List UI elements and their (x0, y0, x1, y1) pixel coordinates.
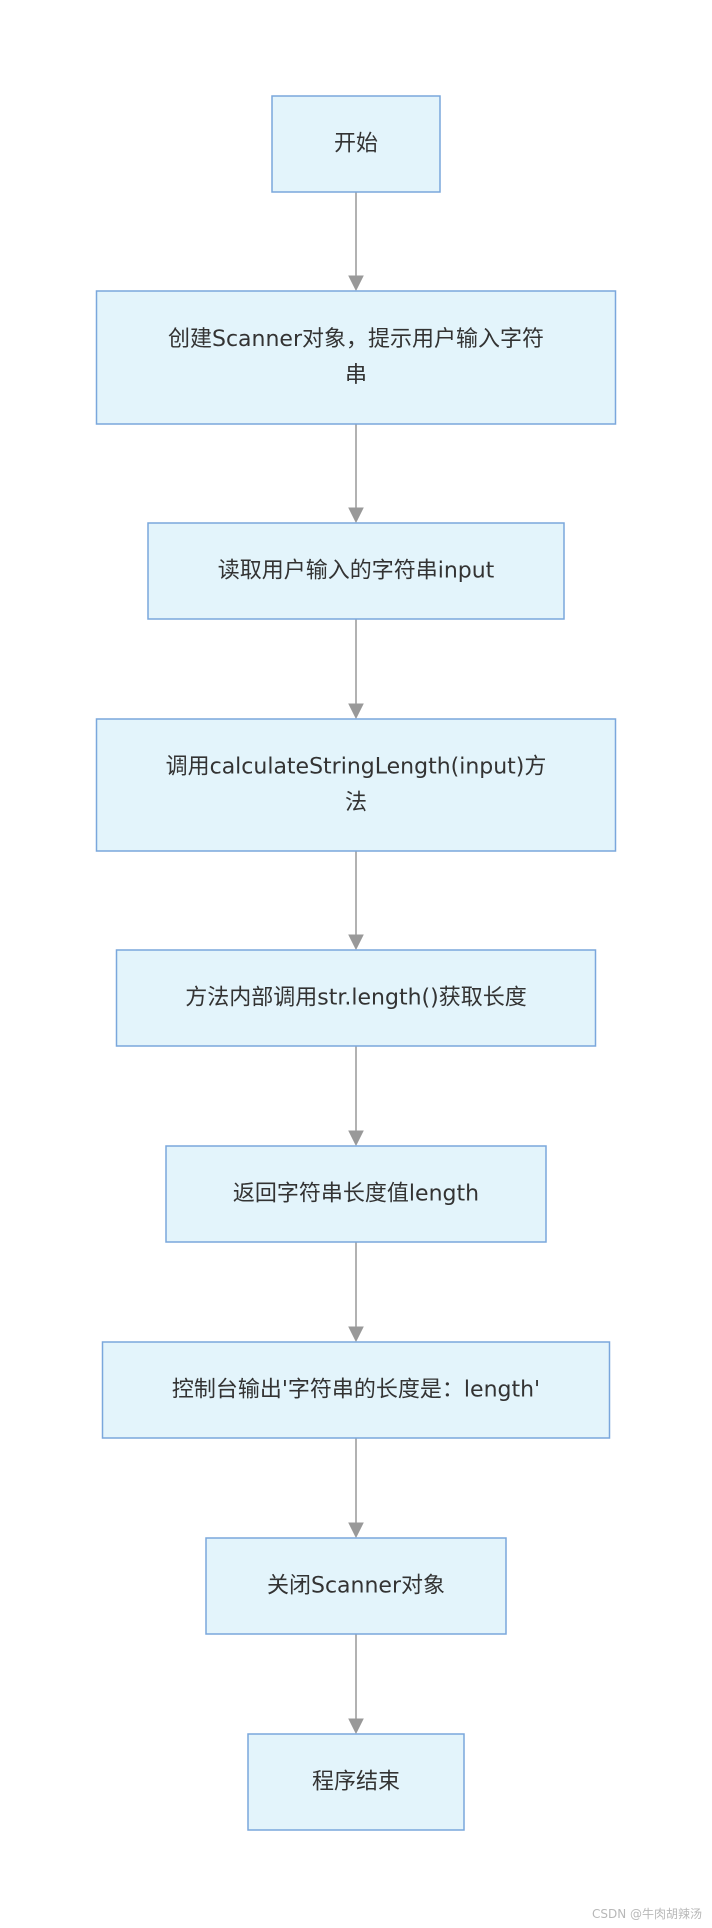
flow-edge-get-length-to-return-length (348, 1046, 364, 1147)
flow-edge-console-output-to-close-scanner (348, 1438, 364, 1539)
flow-node-label: 串 (345, 363, 367, 388)
flow-node-box (95, 290, 617, 425)
flow-node-box (147, 522, 565, 620)
flow-node-return-length: 返回字符串长度值length (165, 1145, 547, 1243)
flow-node-call-method: 调用calculateStringLength(input)方法 (95, 718, 617, 852)
flow-node-start: 开始 (271, 95, 441, 193)
flow-node-label: 关闭Scanner对象 (267, 1574, 445, 1599)
flow-node-label: 方法内部调用str.length()获取长度 (185, 986, 526, 1011)
flow-node-get-length: 方法内部调用str.length()获取长度 (115, 949, 597, 1047)
flow-node-box (271, 95, 441, 193)
arrow-head-icon (348, 507, 364, 524)
arrow-head-icon (348, 1718, 364, 1735)
flow-edge-start-to-create-scanner (348, 192, 364, 292)
flow-node-label: 创建Scanner对象，提示用户输入字符 (168, 327, 544, 352)
arrow-head-icon (348, 1522, 364, 1539)
flow-edge-close-scanner-to-end (348, 1634, 364, 1735)
flow-edge-call-method-to-get-length (348, 851, 364, 951)
flow-edge-read-input-to-call-method (348, 619, 364, 720)
arrow-head-icon (348, 1130, 364, 1147)
flow-node-console-output: 控制台输出'字符串的长度是：length' (101, 1341, 611, 1439)
arrow-head-icon (348, 275, 364, 292)
flow-node-label: 开始 (334, 132, 378, 157)
flow-node-label: 调用calculateStringLength(input)方 (166, 755, 547, 780)
flow-node-label: 法 (345, 791, 367, 816)
flow-node-label: 程序结束 (312, 1770, 400, 1795)
flow-node-close-scanner: 关闭Scanner对象 (205, 1537, 507, 1635)
arrow-head-icon (348, 1326, 364, 1343)
watermark: CSDN @牛肉胡辣汤 (591, 1907, 702, 1921)
flow-node-box (101, 1341, 611, 1439)
arrow-head-icon (348, 703, 364, 720)
flow-node-label: 控制台输出'字符串的长度是：length' (172, 1378, 540, 1403)
flow-node-read-input: 读取用户输入的字符串input (147, 522, 565, 620)
flow-node-box (205, 1537, 507, 1635)
flow-node-end: 程序结束 (247, 1733, 465, 1831)
flow-node-box (247, 1733, 465, 1831)
flow-node-box (95, 718, 617, 852)
flow-edge-return-length-to-console-output (348, 1242, 364, 1343)
edges-layer (348, 192, 364, 1735)
flow-node-label: 返回字符串长度值length (233, 1182, 479, 1207)
flow-node-box (115, 949, 597, 1047)
arrow-head-icon (348, 934, 364, 951)
flow-edge-create-scanner-to-read-input (348, 424, 364, 524)
flow-node-label: 读取用户输入的字符串input (218, 559, 495, 584)
flow-node-box (165, 1145, 547, 1243)
